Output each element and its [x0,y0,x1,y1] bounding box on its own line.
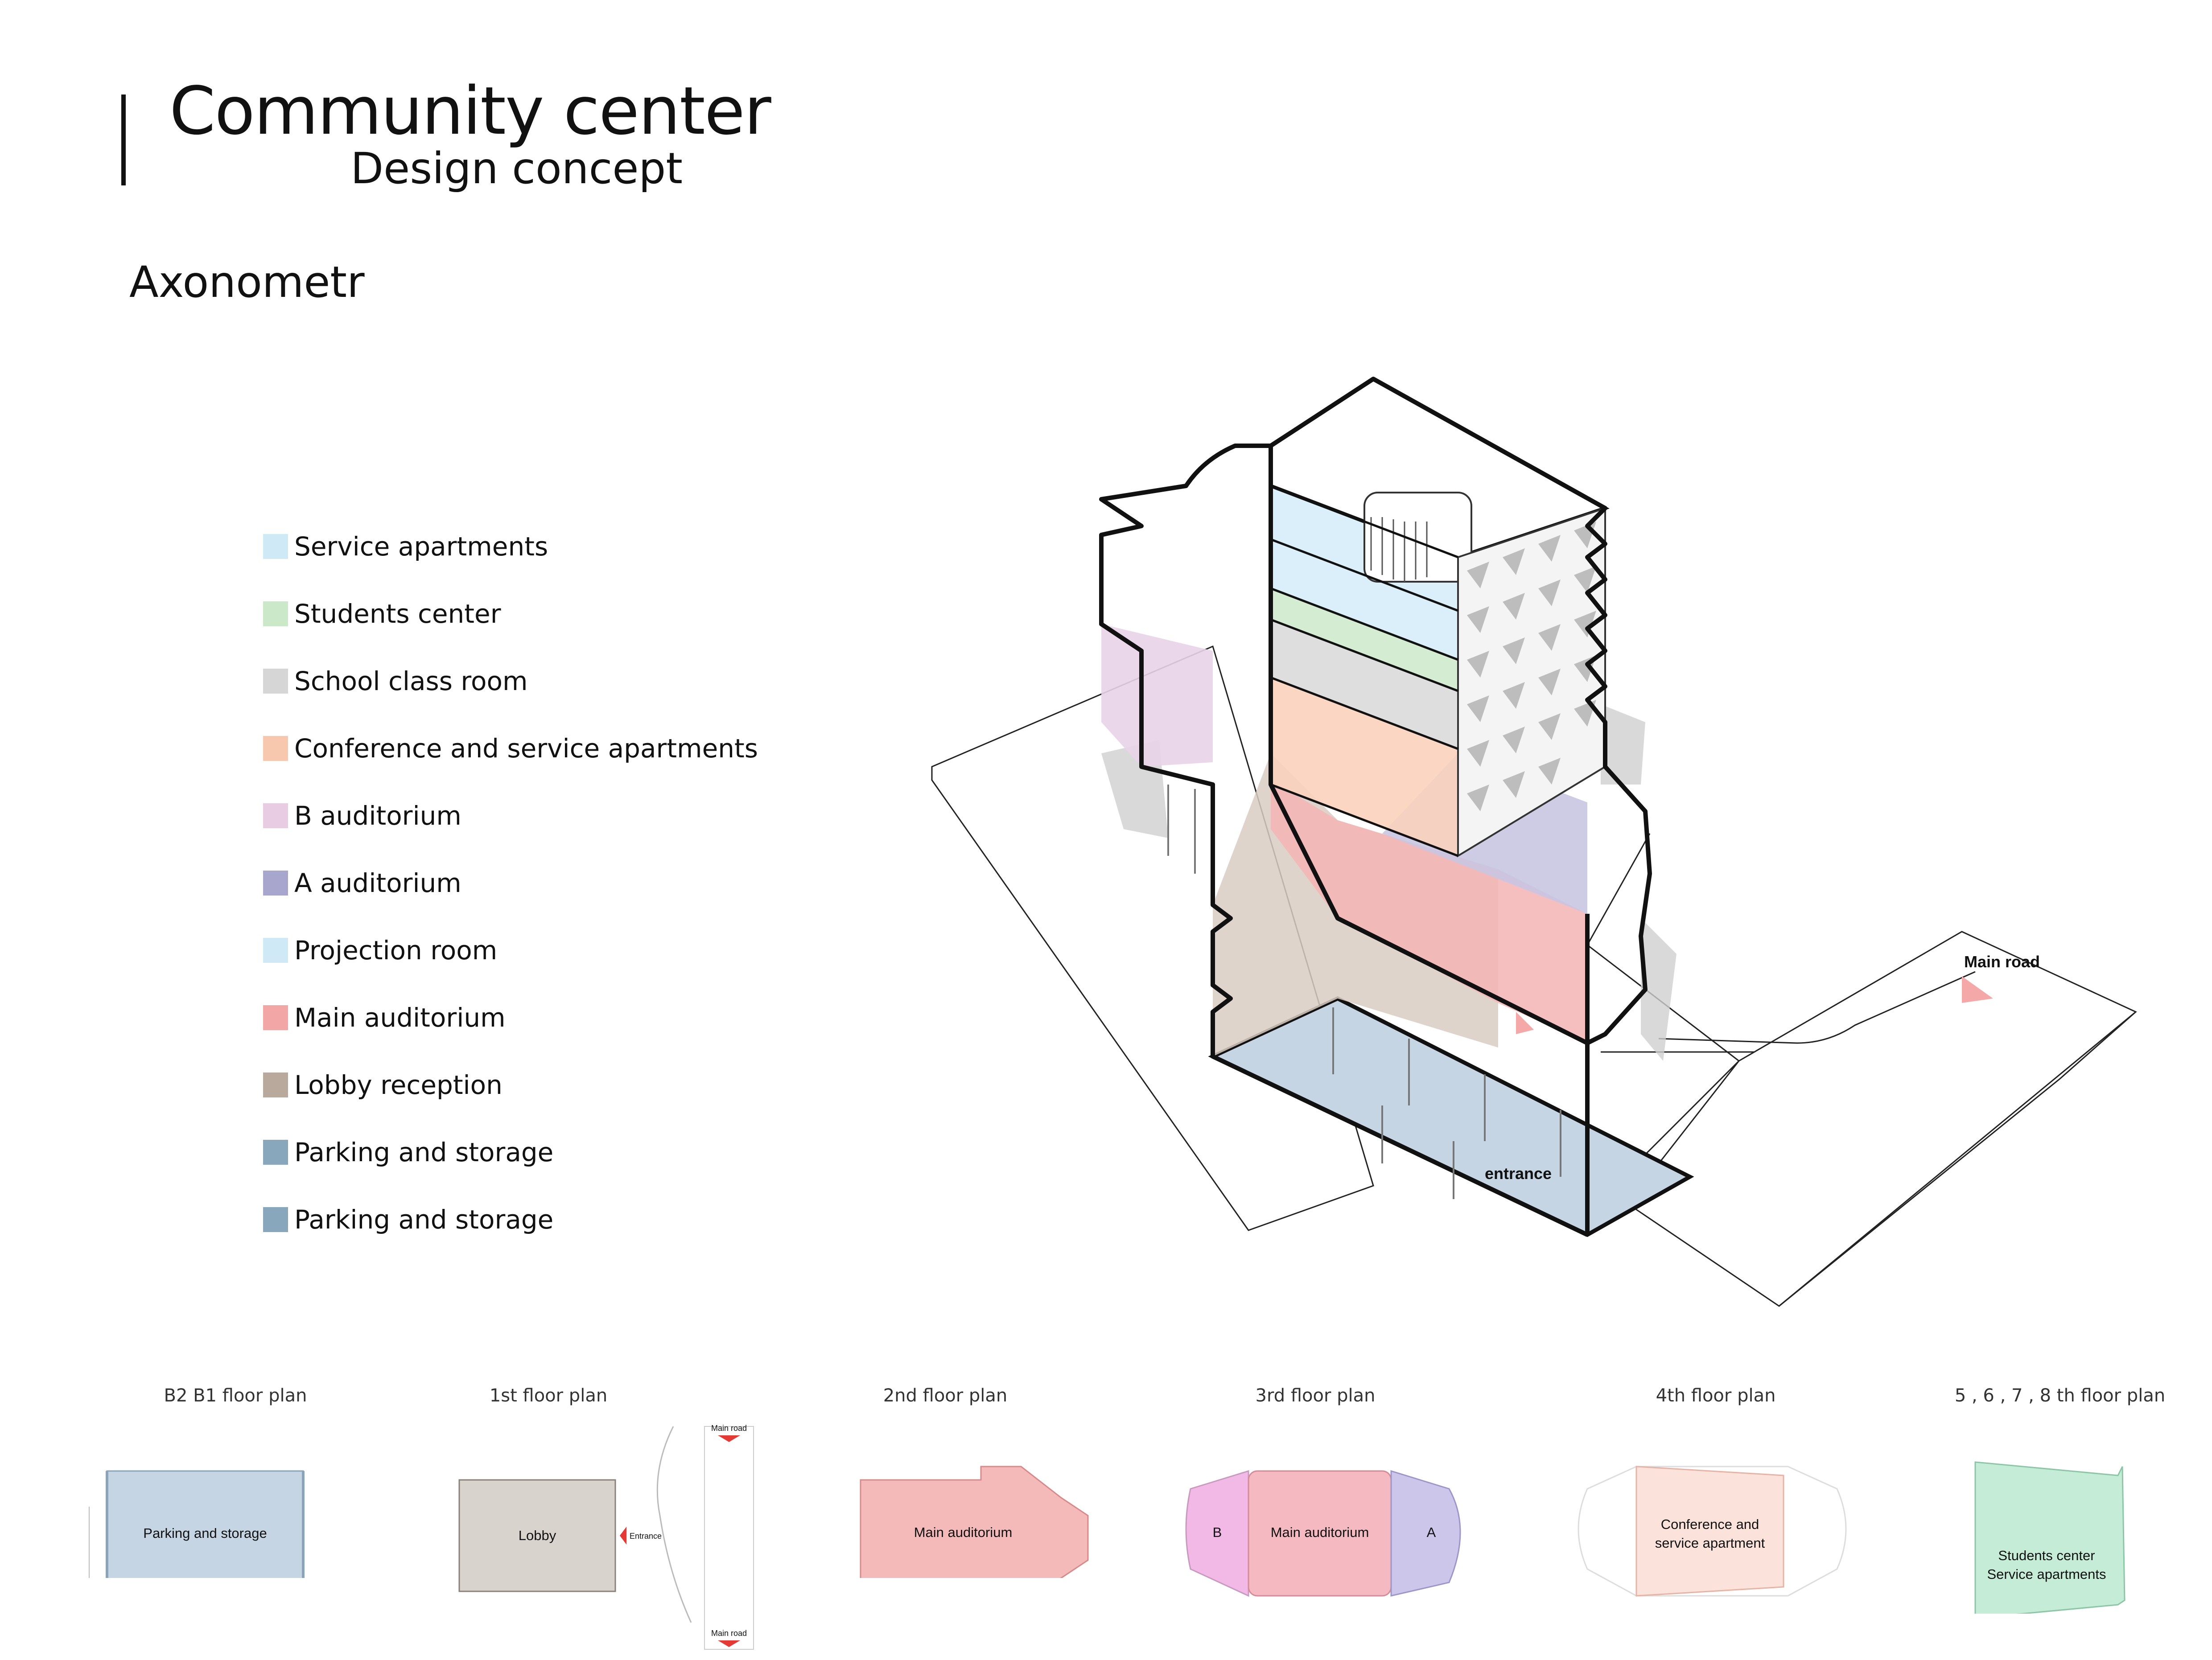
legend-item: Lobby reception [263,1051,758,1118]
road-arrow-icon [718,1435,740,1442]
main-auditorium-volume [1271,780,1587,1043]
parking-slab [1208,996,1694,1237]
legend-label: Projection room [294,935,498,966]
section-heading: Axonometr [129,257,365,307]
legend-swatch [263,1139,288,1165]
main-road-label: Main road [1964,953,2040,971]
legend-swatch [263,668,288,694]
legend-swatch [263,601,288,626]
legend-label: Parking and storage [294,1204,554,1235]
main-road-plane [1626,931,2137,1307]
legend-label: Students center [294,598,501,629]
legend-label: School class room [294,666,528,696]
legend-label: Parking and storage [294,1137,554,1167]
legend-item: Main auditorium [263,984,758,1051]
plan-title: 3rd floor plan [1255,1385,1376,1406]
plan-2nd-floor: Main auditorium [860,1466,1089,1578]
plan-b2-b1: Parking and storage [89,1470,305,1578]
conference-zone [1635,1466,1784,1597]
legend-swatch [263,735,288,761]
plan-title: 1st floor plan [489,1385,608,1406]
axonometric-drawing: Main road [931,377,2137,1307]
legend-item: Parking and storage [263,1118,758,1186]
columns [1167,785,1561,1199]
entrance-label: entrance [1485,1164,1552,1183]
road-label: Main road [711,1629,747,1638]
plan-title: 2nd floor plan [883,1385,1008,1406]
legend-item: B auditorium [263,782,758,849]
main-auditorium-zone [860,1466,1089,1578]
page-title: Community center [169,73,771,149]
legend-item: Projection room [263,916,758,984]
plan-3rd-floor: B Main auditorium A [1185,1470,1461,1597]
plan-4th-floor: Conference and service apartment [1578,1466,1847,1597]
plan-room-label: Service apartments [1987,1566,2106,1582]
program-legend: Service apartments Students center Schoo… [263,513,758,1253]
plan-room-label: A [1427,1524,1436,1540]
title-divider [121,95,126,185]
classroom-floors [1271,620,1458,749]
legend-swatch [263,803,288,828]
plan-room-label: Main auditorium [1271,1524,1369,1540]
entrance-arrow-icon [1516,1012,1534,1034]
plan-title: 5 , 6 , 7 , 8 th floor plan [1954,1385,2166,1406]
plan-5-8-floor: Students center Service apartments [1974,1461,2125,1614]
legend-swatch [263,534,288,559]
lobby-zone [458,1479,616,1592]
legend-label: Service apartments [294,531,548,562]
entrance-label: Entrance [630,1532,662,1541]
pavilion-louvers [1370,517,1428,582]
legend-item: Parking and storage [263,1186,758,1253]
page-subtitle: Design concept [350,144,683,193]
plan-room-label: B [1213,1524,1222,1540]
plan-room-label: Conference and [1661,1516,1759,1532]
section-cut-outline-west [1099,444,1589,1237]
plan-room-label: Parking and storage [143,1525,267,1541]
road-label: Main road [711,1424,747,1433]
floor-plans: B2 B1 floor plan Parking and storage 1st… [0,1373,2212,1658]
plan-room-label: Lobby [519,1528,556,1543]
parking-zone [106,1470,304,1578]
legend-label: Main auditorium [294,1002,506,1033]
section-cut-outline [1269,377,1652,1235]
b-auditorium-zone [1185,1470,1249,1597]
students-center-floor [1271,588,1458,691]
legend-item: Students center [263,580,758,647]
legend-swatch [263,1005,288,1030]
legend-swatch [263,1072,288,1097]
legend-label: A auditorium [294,867,461,898]
students-center-zone [1974,1461,2125,1614]
facade-pattern [1467,522,1596,811]
legend-item: A auditorium [263,849,758,916]
legend-item: Service apartments [263,513,758,580]
legend-item: Conference and service apartments [263,715,758,782]
legend-swatch [263,937,288,963]
legend-label: Conference and service apartments [294,733,758,764]
road-arrow-icon [1962,976,1993,1003]
b-auditorium-volume [1101,624,1213,767]
plan-room-label: Students center [1998,1548,2095,1563]
legend-swatch [263,1207,288,1232]
conference-floors [1271,678,1458,856]
rooftop-pavilion [1363,492,1472,583]
legend-label: B auditorium [294,800,461,831]
entrance-arrow-icon [620,1527,626,1545]
plan-1st-floor: Lobby Entrance Main road Main road [458,1424,754,1650]
road-arrow-icon [718,1640,740,1647]
legend-item: School class room [263,647,758,715]
legend-label: Lobby reception [294,1069,503,1100]
plan-room-label: service apartment [1655,1535,1765,1551]
plan-title: 4th floor plan [1656,1385,1776,1406]
plan-room-label: Main auditorium [914,1524,1013,1540]
plan-title: B2 B1 floor plan [164,1385,307,1406]
legend-swatch [263,870,288,896]
a-auditorium-zone [1390,1470,1461,1597]
